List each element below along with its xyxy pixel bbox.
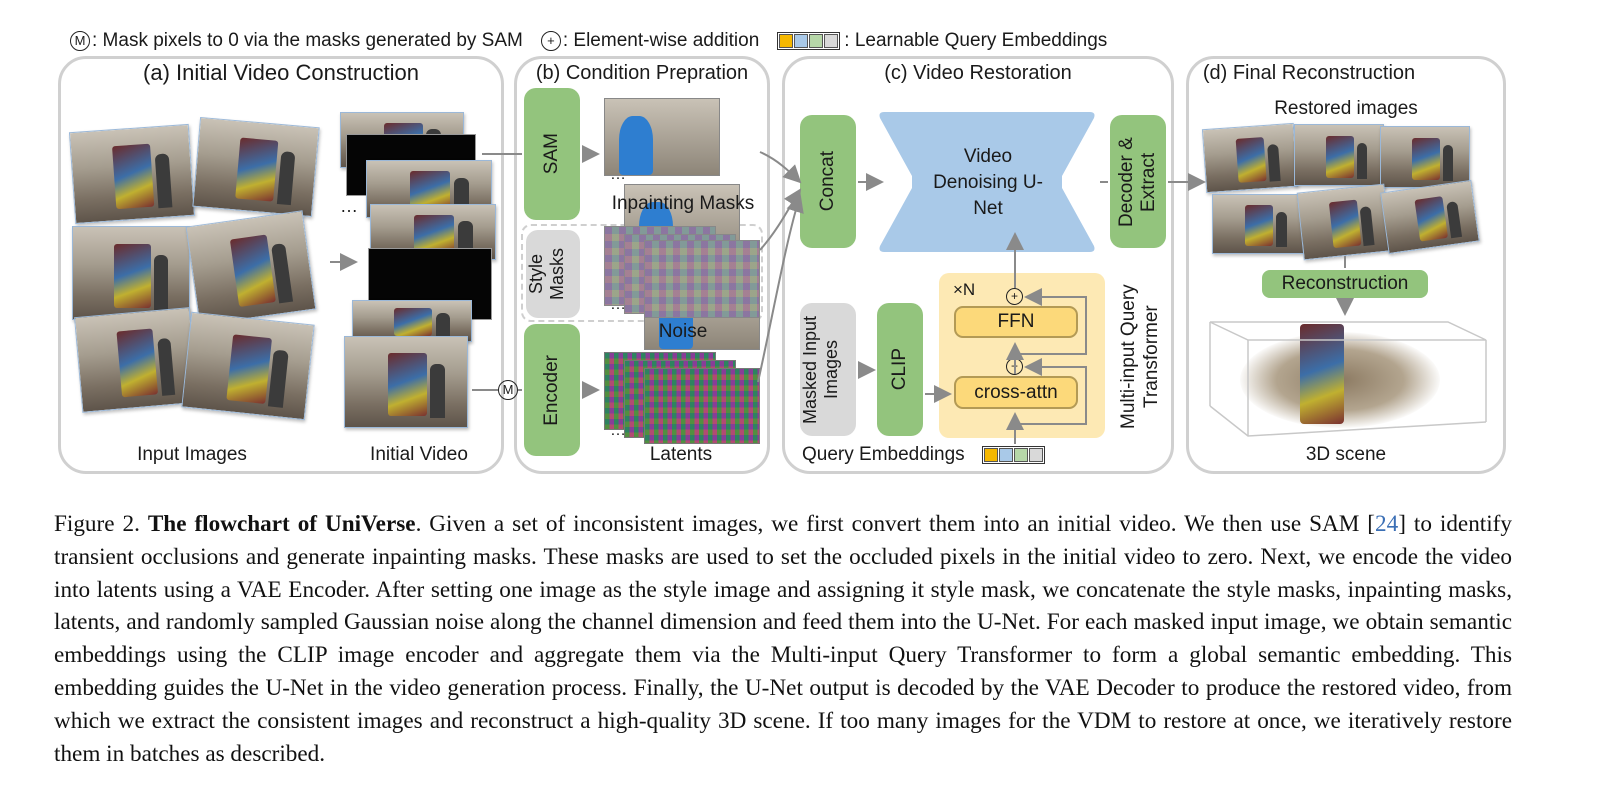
ellipsis: … xyxy=(610,166,626,183)
panel-c-title: (c) Video Restoration xyxy=(884,62,1072,84)
video-frame xyxy=(344,336,468,428)
figure-caption: Figure 2. The flowchart of UniVerse. Giv… xyxy=(54,508,1512,770)
restored-images-label: Restored images xyxy=(1274,98,1418,119)
add-symbol-icon: + xyxy=(540,31,561,51)
panel-b-title: (b) Condition Prepration xyxy=(535,62,749,84)
style-masks-block: Style Masks xyxy=(526,230,580,318)
latents-label: Latents xyxy=(649,444,713,465)
restored-image xyxy=(1380,126,1470,188)
initial-video-label: Initial Video xyxy=(370,444,468,465)
legend-add-text: : Element-wise addition xyxy=(562,30,760,51)
legend-mask-text: : Mask pixels to 0 via the masks generat… xyxy=(92,30,523,51)
inpainting-mask xyxy=(604,98,720,176)
mask-symbol-icon: M xyxy=(70,31,90,51)
panel-a-title: (a) Initial Video Construction xyxy=(143,60,419,85)
restored-image xyxy=(1294,124,1384,186)
noise-label: Noise xyxy=(658,321,708,342)
encoder-block: Encoder xyxy=(524,324,580,456)
concat-block: Concat xyxy=(800,115,856,248)
repeat-count: ×N xyxy=(953,280,976,299)
caption-text-2: ] to identify transient occlusions and g… xyxy=(54,511,1512,767)
caption-title: The flowchart of UniVerse xyxy=(147,511,416,537)
input-image xyxy=(72,226,190,320)
cross-attn-block: cross-attn xyxy=(954,376,1078,409)
mask-op-icon: M xyxy=(498,380,518,400)
legend-query-text: : Learnable Query Embeddings xyxy=(844,30,1108,51)
figure-legend: M : Mask pixels to 0 via the masks gener… xyxy=(70,30,1107,52)
masked-input-images-block: Masked Input Images xyxy=(800,303,856,436)
input-images-label: Input Images xyxy=(137,444,247,465)
caption-figure-number: Figure 2. xyxy=(54,511,140,537)
clip-block: CLIP xyxy=(877,303,923,436)
unet-hourglass xyxy=(879,112,1095,252)
caption-text-1: . Given a set of inconsistent images, we… xyxy=(415,511,1376,537)
add-icon: + xyxy=(1006,288,1023,305)
ellipsis: … xyxy=(340,196,358,216)
ffn-block: FFN xyxy=(954,306,1078,338)
noise-frame xyxy=(644,240,760,318)
query-embedding-icon xyxy=(777,32,841,50)
3d-scene-render xyxy=(1200,314,1490,438)
citation-link[interactable]: 24 xyxy=(1375,511,1399,537)
unet-label: Video Denoising U-Net xyxy=(933,146,1043,219)
query-embeddings-label: Query Embeddings xyxy=(802,444,965,465)
video-frame xyxy=(352,300,472,342)
inpainting-masks-label: Inpainting Masks xyxy=(611,193,755,214)
reconstruction-block: Reconstruction xyxy=(1262,270,1428,298)
latent-frame xyxy=(644,368,760,444)
panel-d-title: (d) Final Reconstruction xyxy=(1202,62,1416,84)
query-embedding-icon xyxy=(982,446,1045,464)
ellipsis: … xyxy=(610,296,626,313)
sam-block: SAM xyxy=(524,88,580,220)
3d-scene-label: 3D scene xyxy=(1305,444,1387,465)
ellipsis: … xyxy=(610,422,626,439)
decoder-extract-block: Decoder & Extract xyxy=(1110,115,1166,248)
